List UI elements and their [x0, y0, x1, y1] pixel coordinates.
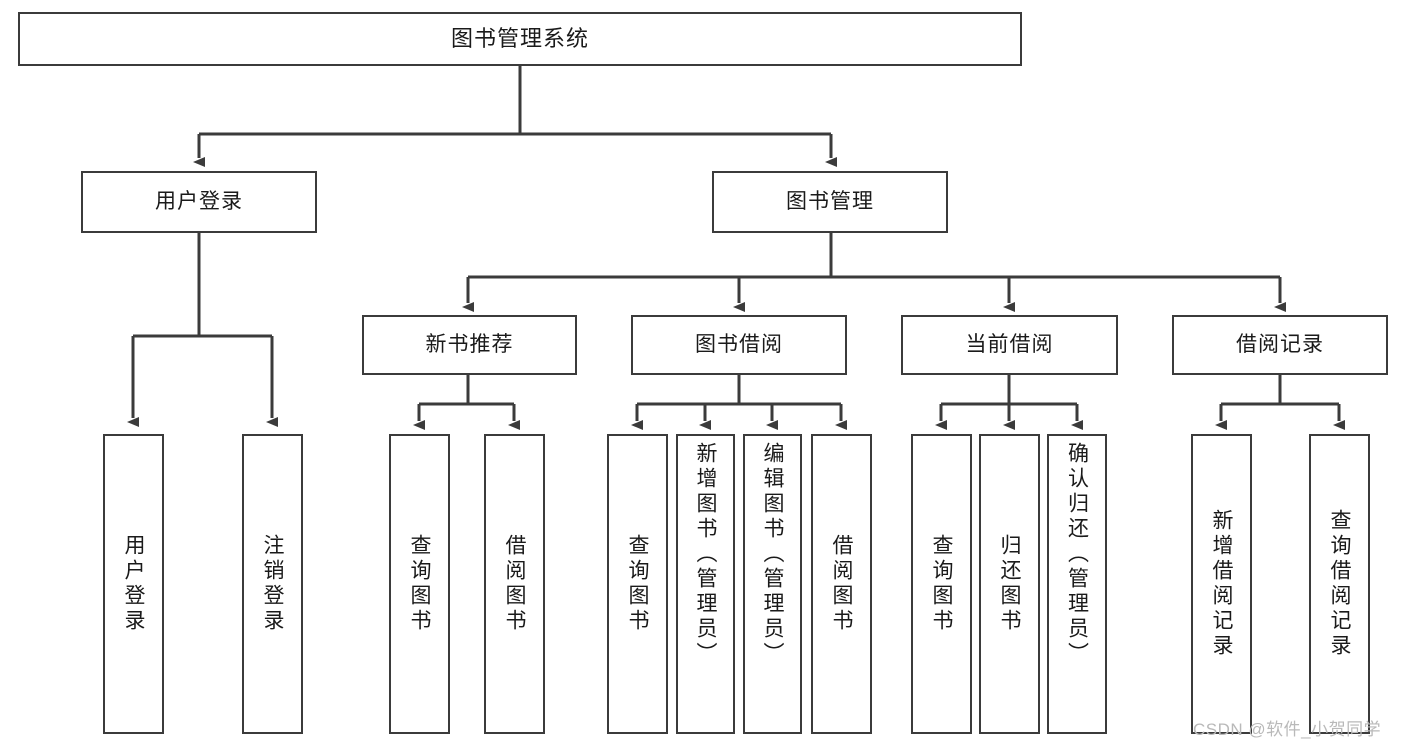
node-label: 借阅记录 — [1236, 332, 1324, 356]
node-label: 图书管理 — [786, 189, 874, 213]
node-book-management[interactable]: 图书管理 — [712, 171, 948, 233]
node-label: 查询图书 — [408, 534, 431, 634]
node-label: 图书借阅 — [695, 332, 783, 356]
node-label: 查询图书 — [626, 534, 649, 634]
leaf-query-book-recommend[interactable]: 查询图书 — [389, 434, 450, 734]
node-label: 归还图书 — [998, 534, 1021, 634]
node-borrow-record[interactable]: 借阅记录 — [1172, 315, 1388, 375]
node-label: 查询图书 — [930, 534, 953, 634]
leaf-add-borrow-record[interactable]: 新增借阅记录 — [1191, 434, 1252, 734]
watermark-csdn: CSDN @软件_小贺同学 — [1193, 720, 1382, 739]
node-label: 当前借阅 — [965, 332, 1054, 356]
node-label: 借阅图书 — [830, 534, 853, 634]
node-book-borrow[interactable]: 图书借阅 — [631, 315, 847, 375]
leaf-borrow-book-recommend[interactable]: 借阅图书 — [484, 434, 545, 734]
node-label: 图书管理系统 — [450, 26, 589, 52]
leaf-add-book-admin[interactable]: 新增图书（管理员） — [676, 434, 735, 734]
leaf-confirm-return-admin[interactable]: 确认归还（管理员） — [1047, 434, 1107, 734]
node-label: 新增图书（管理员） — [694, 442, 717, 667]
leaf-return-book[interactable]: 归还图书 — [979, 434, 1040, 734]
node-current-borrow[interactable]: 当前借阅 — [901, 315, 1118, 375]
node-label: 借阅图书 — [503, 534, 526, 634]
node-label: 新增借阅记录 — [1210, 509, 1233, 659]
node-label: 用户登录 — [122, 534, 145, 634]
node-label: 确认归还（管理员） — [1065, 442, 1089, 667]
node-new-book-recommend[interactable]: 新书推荐 — [362, 315, 577, 375]
node-label: 用户登录 — [155, 189, 243, 213]
node-root-book-management-system[interactable]: 图书管理系统 — [18, 12, 1022, 66]
leaf-user-login[interactable]: 用户登录 — [103, 434, 164, 734]
leaf-query-book-borrow[interactable]: 查询图书 — [607, 434, 668, 734]
leaf-borrow-book[interactable]: 借阅图书 — [811, 434, 872, 734]
node-user-login[interactable]: 用户登录 — [81, 171, 317, 233]
node-label: 编辑图书（管理员） — [761, 442, 784, 667]
node-label: 新书推荐 — [425, 332, 514, 356]
leaf-edit-book-admin[interactable]: 编辑图书（管理员） — [743, 434, 802, 734]
leaf-query-book-current[interactable]: 查询图书 — [911, 434, 972, 734]
node-label: 注销登录 — [261, 534, 284, 634]
leaf-user-logout[interactable]: 注销登录 — [242, 434, 303, 734]
leaf-query-borrow-record[interactable]: 查询借阅记录 — [1309, 434, 1370, 734]
node-label: 查询借阅记录 — [1328, 509, 1351, 659]
